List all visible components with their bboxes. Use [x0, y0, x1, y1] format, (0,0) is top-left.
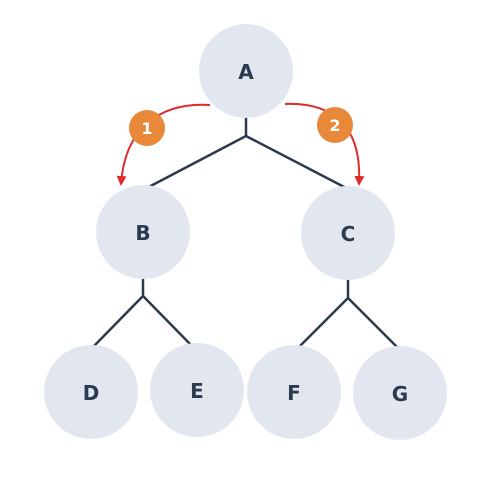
node-e-label: E	[190, 379, 204, 403]
node-d-circle	[44, 345, 138, 439]
node-a-circle	[199, 24, 293, 118]
step-badge-2: 2	[317, 107, 353, 143]
node-b: B	[96, 185, 190, 279]
node-b-circle	[96, 185, 190, 279]
step-badge-1-label: 1	[141, 119, 152, 138]
node-a-label: A	[238, 60, 254, 84]
edge-c-f	[296, 296, 350, 350]
edge-a-b	[141, 134, 248, 192]
step-badge-1-circle	[129, 110, 165, 146]
node-e: E	[150, 343, 244, 437]
node-a: A	[199, 24, 293, 118]
edges-b-children	[92, 276, 194, 348]
edge-b-e	[141, 294, 194, 348]
step-badge-1: 1	[129, 110, 165, 146]
edge-c-g	[346, 296, 400, 350]
node-f-circle	[247, 345, 341, 439]
node-d-label: D	[83, 381, 100, 405]
node-f-label: F	[287, 381, 301, 405]
node-d: D	[44, 345, 138, 439]
step-badge-2-label: 2	[329, 116, 340, 135]
edge-a-c	[244, 134, 352, 192]
node-b-label: B	[135, 221, 150, 245]
node-f: F	[247, 345, 341, 439]
node-g-circle	[353, 346, 447, 440]
node-e-circle	[150, 343, 244, 437]
edge-b-d	[92, 294, 145, 348]
node-c: C	[301, 186, 395, 280]
step-badge-2-circle	[317, 107, 353, 143]
node-g: G	[353, 346, 447, 440]
node-g-label: G	[392, 382, 408, 406]
edges-c-children	[296, 278, 400, 350]
node-c-label: C	[341, 222, 356, 246]
edges-level-1	[141, 116, 352, 192]
node-c-circle	[301, 186, 395, 280]
